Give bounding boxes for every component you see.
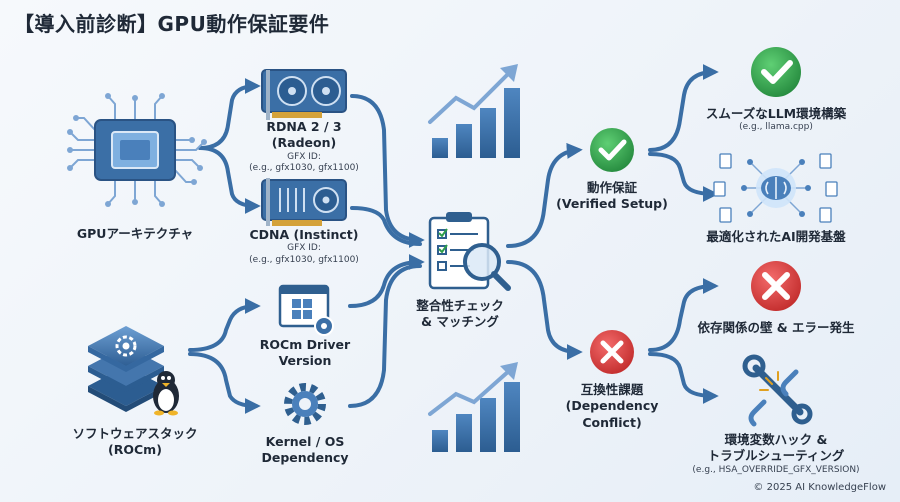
rdna-gfx-examples: (e.g., gfx1030, gfx1100) [249,162,359,173]
flow-connectors [188,64,719,414]
rdna-gfx-label: GFX ID: [287,151,321,162]
gpu-card-icon [261,69,347,120]
software-stack-sub: (ROCm) [108,442,162,458]
gear-icon [284,383,326,425]
check-circle-icon [751,47,801,97]
outcome-smooth-title: スムーズなLLM環境構築 [705,106,847,121]
stack-layers-icon [88,326,164,412]
outcome-fix-line2: トラブルシューティング [707,448,845,464]
cdna-title: CDNA (Instinct) [249,227,359,242]
kernel-line1: Kernel / OS [265,434,345,449]
outcome-smooth-label: スムーズなLLM環境構築 (e.g., llama.cpp) [696,106,856,134]
checklist-magnifier-icon [428,212,511,291]
outcome-smooth-sub: (e.g., llama.cpp) [739,122,813,133]
conflict-line2: (Dependency Conflict) [565,398,659,430]
gpu-architecture-title: GPUアーキテクチャ [76,226,194,241]
outcome-fix-label: 環境変数ハック & トラブルシューティング (e.g., HSA_OVERRID… [672,432,880,476]
growth-chart-icon [428,362,520,452]
outcome-fix-sub: (e.g., HSA_OVERRIDE_GFX_VERSION) [692,464,860,475]
outcome-optimized-title: 最適化されたAI開発基盤 [706,229,846,244]
gpu-architecture-label: GPUアーキテクチャ [40,226,230,242]
rdna-label: RDNA 2 / 3 (Radeon) GFX ID: (e.g., gfx10… [234,119,374,174]
x-circle-icon [590,330,634,374]
wrench-broken-chain-icon [742,354,813,427]
cdna-gfx-label: GFX ID: [287,243,321,254]
outcome-error-label: 依存関係の壁 & エラー発生 [686,320,866,336]
verified-line2: (Verified Setup) [556,196,668,212]
software-stack-title: ソフトウェアスタック [72,426,198,441]
check-circle-icon [590,128,634,172]
page-title: 【導入前診断】GPU動作保証要件 [14,12,330,36]
driver-window-icon [278,284,334,336]
cdna-label: CDNA (Instinct) GFX ID: (e.g., gfx1030, … [234,227,374,266]
kernel-line2: Dependency [261,450,349,466]
x-circle-icon [751,261,801,311]
matching-line2: & マッチング [421,314,499,330]
kernel-label: Kernel / OS Dependency [250,434,360,467]
rdna-title: RDNA 2 / 3 (Radeon) [266,119,342,151]
verified-line1: 動作保証 [586,180,637,195]
rocm-driver-line2: Version [278,353,332,369]
outcome-fix-line1: 環境変数ハック & [724,432,828,447]
growth-chart-icon [428,64,520,158]
cdna-gfx-examples: (e.g., gfx1030, gfx1100) [249,254,359,265]
rocm-driver-line1: ROCm Driver [259,337,351,352]
chip-icon [67,93,207,207]
copyright: © 2025 AI KnowledgeFlow [753,482,886,493]
conflict-line1: 互換性課題 [580,382,644,397]
brain-network-icon [713,153,838,223]
accelerator-card-icon [261,178,347,226]
software-stack-label: ソフトウェアスタック (ROCm) [40,426,230,459]
outcome-error-title: 依存関係の壁 & エラー発生 [697,320,855,335]
matching-line1: 整合性チェック [416,298,504,313]
matching-label: 整合性チェック & マッチング [400,298,520,331]
conflict-label: 互換性課題 (Dependency Conflict) [537,382,687,431]
verified-label: 動作保証 (Verified Setup) [552,180,672,213]
linux-penguin-icon [153,371,179,416]
rocm-driver-label: ROCm Driver Version [250,337,360,370]
outcome-optimized-label: 最適化されたAI開発基盤 [686,229,866,245]
